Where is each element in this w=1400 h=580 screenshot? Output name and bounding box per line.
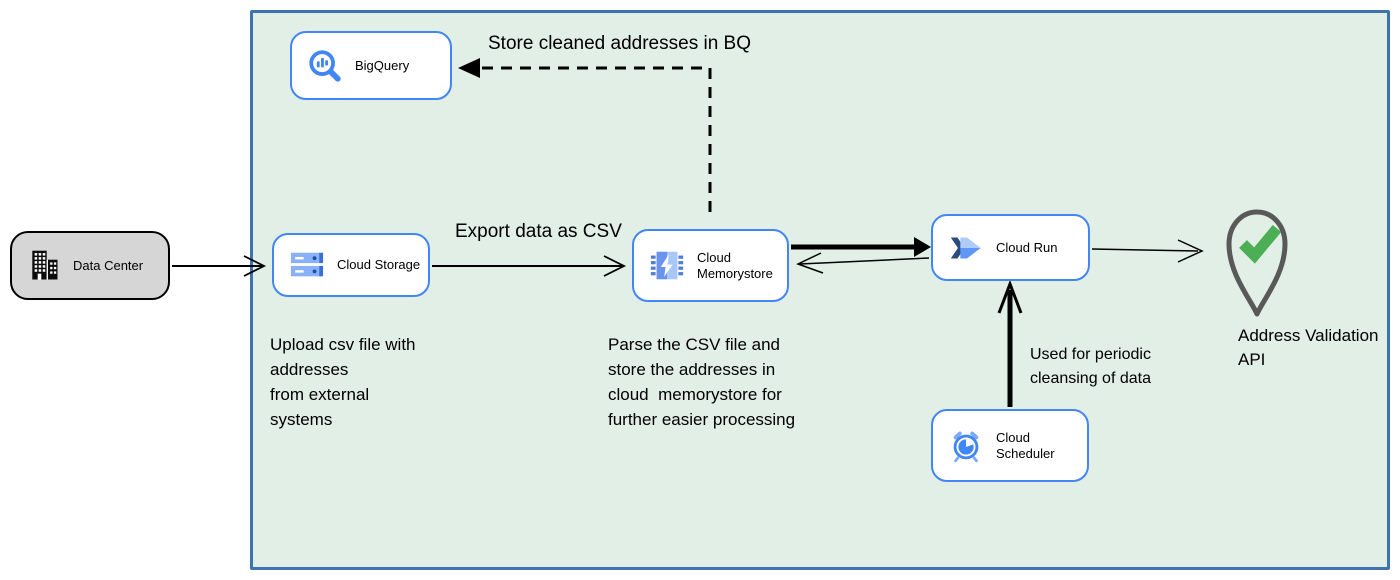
node-address-validation-api[interactable] [1221,204,1293,323]
cloud-storage-icon [288,248,326,282]
node-label: BigQuery [355,57,410,73]
address-validation-api-label: Address Validation API [1238,326,1379,369]
node-datacenter[interactable]: Data Center [10,231,170,300]
bigquery-icon [306,47,344,85]
memorystore-icon [648,247,686,285]
edge-label-store-cleaned: Store cleaned addresses in BQ [488,33,751,54]
gcp-boundary-container[interactable] [250,10,1390,570]
building-icon [26,248,62,284]
node-label: Cloud Run [996,239,1058,255]
node-label: Cloud Storage [337,257,421,272]
node-cloud-storage[interactable]: Cloud Storage [272,233,430,297]
cloud-run-icon [947,229,985,267]
node-label: Cloud Memorystore [697,249,773,281]
node-cloud-memorystore[interactable]: Cloud Memorystore [632,229,789,302]
node-cloud-run[interactable]: Cloud Run [931,214,1090,281]
pin-check-icon [1221,209,1293,322]
node-cloud-scheduler[interactable]: Cloud Scheduler [931,409,1089,482]
node-label: Cloud Scheduler [996,429,1055,461]
node-bigquery[interactable]: BigQuery [290,31,452,100]
cloud-scheduler-icon [947,427,985,465]
edge-label-periodic-cleansing: Used for periodic cleansing of data [1030,346,1151,387]
annotation-upload-note: Upload csv file with addresses from exte… [270,335,416,429]
node-label: Data Center [73,257,144,273]
edge-label-export-csv: Export data as CSV [455,221,622,242]
annotation-parse-note: Parse the CSV file and store the address… [608,335,796,429]
